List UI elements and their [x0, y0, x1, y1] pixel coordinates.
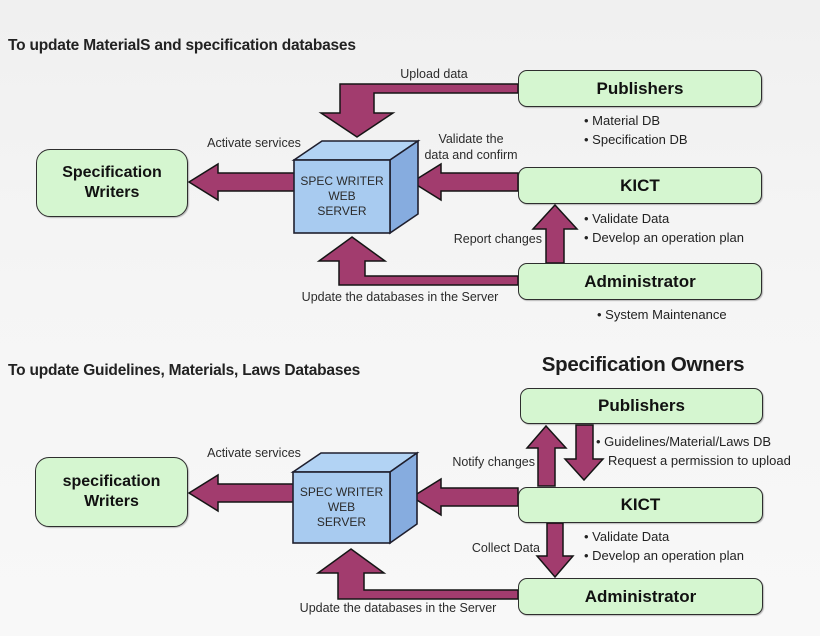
- node-kict-bottom: KICT: [518, 487, 763, 523]
- publishers-top-bullets: • Material DB • Specification DB: [584, 111, 688, 149]
- update-databases-arrow-bottom: [315, 548, 519, 600]
- section-title-top: To update MaterialS and specification da…: [8, 37, 356, 54]
- bullet-validate-data-top: • Validate Data: [584, 211, 670, 226]
- spec-writers-top-line1: Specification: [62, 164, 162, 181]
- server-bottom-line2: WEB: [327, 500, 356, 514]
- server-cube-top-text: SPEC WRITER WEB SERVER: [294, 160, 390, 233]
- spec-writers-bottom-line2: Writers: [84, 493, 139, 510]
- server-cube2-front-face: [292, 471, 391, 544]
- label-update-databases-top: Update the databases in the Server: [301, 290, 499, 304]
- node-administrator-bottom: Administrator: [518, 578, 763, 615]
- label-upload-data: Upload data: [400, 67, 468, 81]
- bullet-operation-plan-top: • Develop an operation plan: [584, 230, 744, 245]
- server-cube-front-face: [293, 159, 391, 234]
- publishers-bottom-bullets: • Guidelines/Material/Laws DB Request a …: [596, 432, 791, 470]
- activate-services-arrow-top: [187, 162, 297, 202]
- bullet-guidelines-db: • Guidelines/Material/Laws DB: [596, 434, 772, 449]
- note-request-permission: Request a permission to upload: [608, 453, 791, 468]
- server-top-line2: WEB: [328, 189, 356, 203]
- section-title-bottom: To update Guidelines, Materials, Laws Da…: [8, 362, 361, 379]
- kict-to-server-arrow-bottom: [410, 477, 519, 517]
- spec-writers-bottom-line1: specification: [62, 473, 161, 490]
- node-publishers-top-label: Publishers: [596, 78, 684, 98]
- collect-data-arrow: [535, 522, 575, 579]
- label-update-databases-bottom: Update the databases in the Server: [299, 601, 497, 615]
- server-top-line1: SPEC WRITER: [300, 174, 384, 188]
- node-kict-top: KICT: [518, 167, 762, 204]
- node-publishers-top: Publishers: [518, 70, 762, 107]
- node-kict-top-label: KICT: [620, 175, 660, 195]
- upload-data-arrow: [318, 83, 519, 138]
- label-collect-data: Collect Data: [471, 541, 540, 555]
- bullet-validate-data-bottom: • Validate Data: [584, 529, 670, 544]
- node-publishers-bottom: Publishers: [520, 388, 763, 424]
- validate-confirm-arrow: [410, 162, 519, 202]
- notify-changes-arrow: [525, 424, 568, 487]
- activate-services-arrow-bottom: [187, 473, 297, 513]
- bullet-operation-plan-bottom: • Develop an operation plan: [584, 548, 744, 563]
- bullet-specification-db: • Specification DB: [584, 132, 688, 147]
- label-report-changes: Report changes: [453, 232, 542, 246]
- node-spec-writers-bottom: specification Writers: [35, 457, 188, 527]
- label-validate-confirm: Validate the data and confirm: [413, 131, 529, 163]
- server-bottom-line1: SPEC WRITER: [299, 485, 384, 499]
- server-cube-bottom-text: SPEC WRITER WEB SERVER: [293, 472, 390, 543]
- node-administrator-top-label: Administrator: [584, 271, 696, 291]
- administrator-top-bullets: • System Maintenance: [597, 305, 727, 324]
- request-permission-arrow: [563, 424, 605, 482]
- label-activate-services-bottom: Activate services: [207, 446, 301, 460]
- label-activate-services-top: Activate services: [207, 136, 301, 150]
- bullet-system-maintenance: • System Maintenance: [597, 307, 727, 322]
- spec-owners-heading: Specification Owners: [541, 353, 745, 376]
- server-top-line3: SERVER: [317, 204, 367, 218]
- node-publishers-bottom-label: Publishers: [598, 396, 685, 415]
- server-bottom-line3: SERVER: [316, 515, 367, 529]
- node-spec-writers-top: Specification Writers: [36, 149, 188, 217]
- bullet-material-db: • Material DB: [584, 113, 661, 128]
- label-notify-changes: Notify changes: [452, 455, 535, 469]
- kict-top-bullets: • Validate Data • Develop an operation p…: [584, 209, 744, 247]
- spec-writers-top-line2: Writers: [84, 184, 140, 201]
- node-kict-bottom-label: KICT: [620, 495, 661, 514]
- kict-bottom-bullets: • Validate Data • Develop an operation p…: [584, 527, 744, 565]
- label-validate-line1: Validate the: [438, 132, 504, 146]
- node-administrator-top: Administrator: [518, 263, 762, 300]
- label-validate-line2: data and confirm: [424, 148, 518, 162]
- node-administrator-bottom-label: Administrator: [584, 586, 697, 606]
